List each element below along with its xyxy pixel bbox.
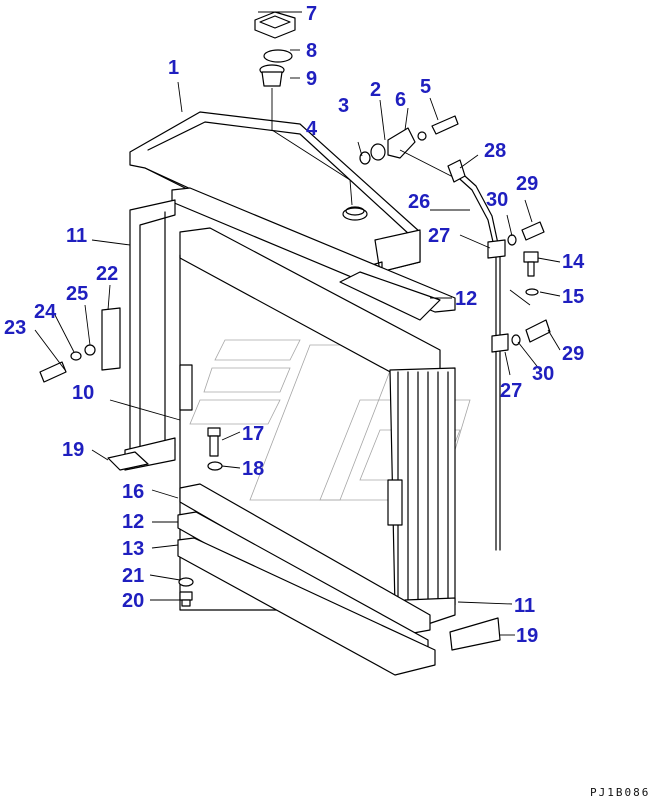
callout-23: 23: [4, 317, 26, 339]
callout-25: 25: [66, 283, 88, 305]
upper-header-plate: [171, 187, 456, 381]
callout-13: 13: [122, 538, 144, 560]
callout-3: 3: [338, 95, 349, 117]
callout-26: 26: [408, 191, 430, 213]
callout-27-lower: 27: [500, 380, 522, 402]
callout-21: 21: [122, 565, 144, 587]
overflow-tube: [447, 159, 501, 551]
callout-30-upper: 30: [486, 189, 508, 211]
callout-7: 7: [306, 3, 317, 25]
callout-29-upper: 29: [516, 173, 538, 195]
left-bracket-parts: [39, 307, 121, 383]
callout-5: 5: [420, 76, 431, 98]
callout-9: 9: [306, 68, 317, 90]
callout-2: 2: [370, 79, 381, 101]
callout-20: 20: [122, 590, 144, 612]
drawing-reference-code: PJ1B086: [590, 786, 650, 799]
lower-fasteners: [107, 427, 501, 651]
callout-19-right: 19: [516, 625, 538, 647]
filler-neck: [259, 64, 353, 206]
callout-1: 1: [168, 57, 179, 79]
callout-6: 6: [395, 89, 406, 111]
callout-16: 16: [122, 481, 144, 503]
callout-12-lower: 12: [122, 511, 144, 533]
side-support-left: [124, 199, 176, 471]
callout-24: 24: [34, 301, 57, 323]
upper-bracket-parts: [359, 115, 459, 179]
callout-30-lower: 30: [532, 363, 554, 385]
cap-gasket: [263, 49, 293, 63]
callout-17: 17: [242, 423, 264, 445]
callout-11-right: 11: [514, 595, 535, 617]
radiator-cap: [254, 11, 296, 39]
callout-12-upper: 12: [455, 288, 477, 310]
callout-27-upper: 27: [428, 225, 450, 247]
right-bolts: [507, 221, 551, 346]
callout-15: 15: [562, 286, 584, 308]
callout-22: 22: [96, 263, 118, 285]
leader-lines: [34, 11, 561, 636]
callout-29-lower: 29: [562, 343, 584, 365]
callout-10: 10: [72, 382, 94, 404]
callout-labels: 1 2 3 4 5 6 7 8 9 10 11 11 12 12 13 14 1…: [4, 3, 585, 647]
callout-4: 4: [306, 118, 318, 140]
callout-14: 14: [562, 251, 585, 273]
callout-28: 28: [484, 140, 506, 162]
callout-18: 18: [242, 458, 264, 480]
bottom-plates: [177, 483, 436, 676]
tube-clips: [487, 239, 509, 353]
callout-11-left: 11: [66, 225, 87, 247]
callout-19-left: 19: [62, 439, 84, 461]
callout-8: 8: [306, 40, 317, 62]
